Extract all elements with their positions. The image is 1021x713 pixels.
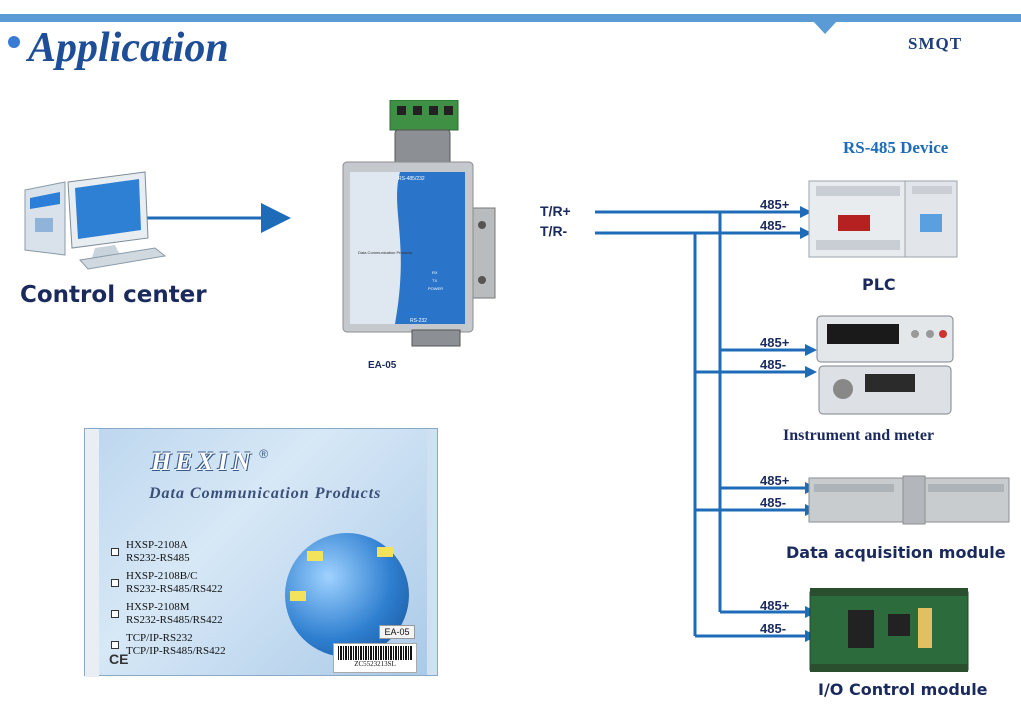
- title-bullet: [8, 36, 20, 48]
- product-checkbox: [111, 610, 119, 618]
- package-flap: [85, 429, 99, 677]
- panel-label-product: Data Communication Products: [358, 250, 413, 255]
- header-notch: [812, 20, 838, 34]
- d-plus-label-4: 485+: [760, 598, 790, 613]
- d-plus-label-1: 485+: [760, 197, 790, 212]
- io-control-device: [808, 588, 970, 673]
- d-minus-label-4: 485-: [760, 621, 787, 636]
- device-label-plc: PLC: [862, 275, 896, 294]
- model-sticker: EA-05: [379, 625, 415, 639]
- product-model: TCP/IP-RS232: [126, 632, 193, 644]
- control-center-label: Control center: [20, 282, 207, 308]
- barcode-text: ZC5523213SL: [354, 660, 396, 668]
- computer-icon: [20, 170, 170, 270]
- d-minus-label-3: 485-: [760, 495, 787, 510]
- product-model: HXSP-2108A: [126, 539, 188, 551]
- instrument-device: [815, 314, 955, 416]
- registered-mark: ®: [259, 447, 269, 461]
- barcode: ZC5523213SL: [333, 643, 417, 673]
- product-checkbox: [111, 579, 119, 587]
- brand-logo: SMQT: [908, 34, 963, 53]
- d-plus-label-3: 485+: [760, 473, 790, 488]
- tr-plus-label: T/R+: [540, 203, 571, 219]
- package-brand-wrap: HEXIN ®: [151, 447, 268, 477]
- product-package: HEXIN ® Data Communication Products HXSP…: [84, 428, 438, 677]
- panel-label-tx: TX: [432, 278, 438, 283]
- device-label-io-control: I/O Control module: [818, 680, 988, 699]
- converter-model-label: EA-05: [368, 360, 397, 371]
- panel-label-rx: RX: [432, 270, 438, 275]
- product-desc: RS232-RS485/RS422: [126, 614, 223, 626]
- ce-mark: CE: [109, 651, 129, 667]
- product-desc: RS232-RS485: [126, 552, 190, 564]
- tr-minus-label: T/R-: [540, 223, 568, 239]
- d-plus-label-2: 485+: [760, 335, 790, 350]
- package-brand: HEXIN: [151, 447, 255, 476]
- product-desc: RS232-RS485/RS422: [126, 583, 223, 595]
- rs485-heading: RS-485 Device: [843, 138, 949, 157]
- d-minus-label-2: 485-: [760, 357, 787, 372]
- panel-label-bottom: RS-232: [410, 318, 427, 324]
- globe-chip-icon-2: [377, 547, 393, 557]
- panel-label-top: RS-485/232: [398, 176, 425, 182]
- converter-device: RS-485/232 Data Communication Products R…: [340, 99, 500, 350]
- product-model: HXSP-2108M: [126, 601, 190, 613]
- data-acquisition-device: [808, 474, 1013, 526]
- package-subtitle: Data Communication Products: [149, 485, 382, 502]
- plc-device: [808, 180, 958, 258]
- device-label-instrument: Instrument and meter: [783, 427, 935, 444]
- branch-arrows: [800, 206, 817, 642]
- product-checkbox: [111, 641, 119, 649]
- product-desc: TCP/IP-RS485/RS422: [126, 645, 226, 657]
- product-model: HXSP-2108B/C: [126, 570, 198, 582]
- device-label-data-acquisition: Data acquisition module: [786, 543, 1006, 562]
- panel-label-power: POWER: [428, 286, 444, 291]
- header-bar: [0, 14, 1021, 22]
- globe-chip-icon-3: [290, 591, 306, 601]
- bus-lines: [595, 210, 805, 638]
- page-title: Application: [28, 25, 229, 71]
- product-checkbox: [111, 548, 119, 556]
- globe-chip-icon: [307, 551, 323, 561]
- barcode-bars: [338, 646, 412, 660]
- d-minus-label-1: 485-: [760, 218, 787, 233]
